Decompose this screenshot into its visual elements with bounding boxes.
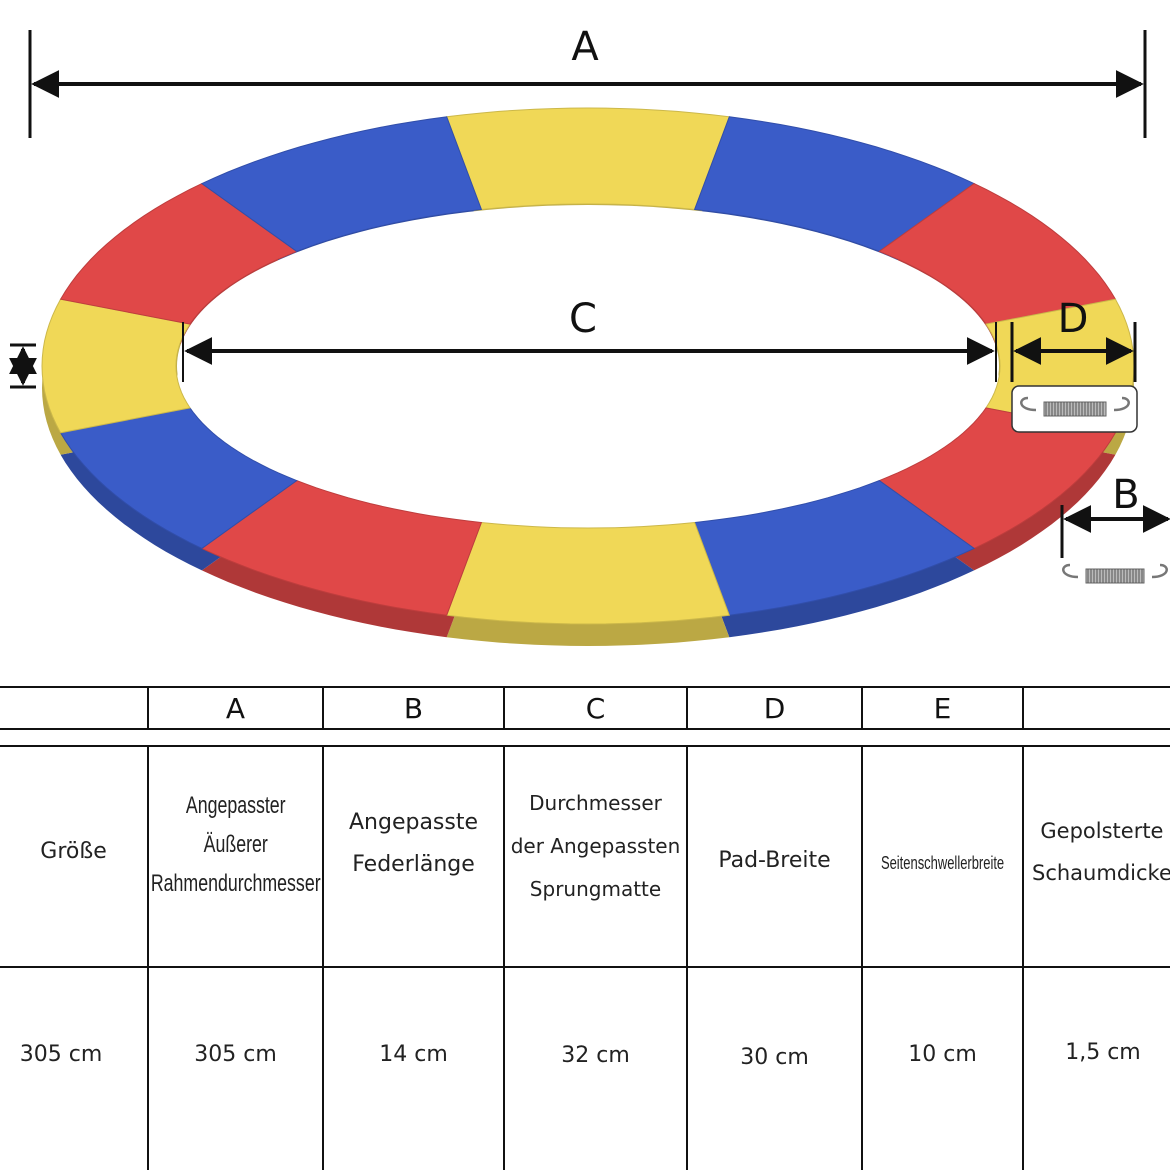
pad-segment <box>446 107 730 211</box>
thickness-marker <box>9 343 38 389</box>
pad-segment <box>200 116 483 252</box>
label-cell-spring-length: Angepasste Federlänge <box>348 809 479 877</box>
value-cell-e: 10 cm <box>908 1041 977 1067</box>
header-cell-blank <box>0 688 147 728</box>
label-cell-side-sill-width: Seitenschwellerbreite <box>880 852 1005 873</box>
dimension-d: D <box>1010 296 1137 382</box>
spring-icon <box>1062 563 1168 584</box>
value-cell-b: 14 cm <box>379 1041 448 1067</box>
dimension-a-label: A <box>571 24 599 70</box>
dimension-c: C <box>182 296 997 382</box>
header-cell-blank-end <box>1024 688 1170 728</box>
spring-icon <box>1020 396 1130 417</box>
label-cell-mat-diameter: Durchmesser der Angepassten Sprungmatte <box>510 791 681 901</box>
dimension-a: A <box>28 24 1147 138</box>
value-cell-d: 30 cm <box>740 1044 809 1070</box>
trampoline-pad-diagram: A C D B <box>9 24 1170 646</box>
header-cell-c: C <box>585 691 606 725</box>
dimension-b: B <box>1060 472 1170 584</box>
dimension-d-label: D <box>1058 296 1089 342</box>
pad-segment <box>446 521 730 625</box>
label-cell-pad-width: Pad-Breite <box>718 847 831 873</box>
value-cell-size: 305 cm <box>19 1041 103 1067</box>
header-cell-e: E <box>933 691 952 725</box>
header-cell-b: B <box>403 691 424 725</box>
label-cell-size: Größe <box>40 838 107 864</box>
value-cell-c: 32 cm <box>561 1042 630 1068</box>
label-cell-outer-frame-diameter: Angepasster Äußerer Rahmendurchmesser <box>150 792 321 897</box>
dimension-c-label: C <box>569 296 597 342</box>
mat-opening <box>177 205 999 527</box>
dimension-b-label: B <box>1112 472 1139 518</box>
value-cell-foam: 1,5 cm <box>1065 1039 1141 1065</box>
label-cell-foam-thickness: Gepolsterte Schaumdicke <box>1032 818 1170 885</box>
value-cell-a: 305 cm <box>194 1041 277 1067</box>
header-cell-a: A <box>225 691 246 725</box>
pad-ring-top <box>41 107 1135 625</box>
spring-inset <box>1011 385 1138 433</box>
header-cell-d: D <box>763 691 786 725</box>
